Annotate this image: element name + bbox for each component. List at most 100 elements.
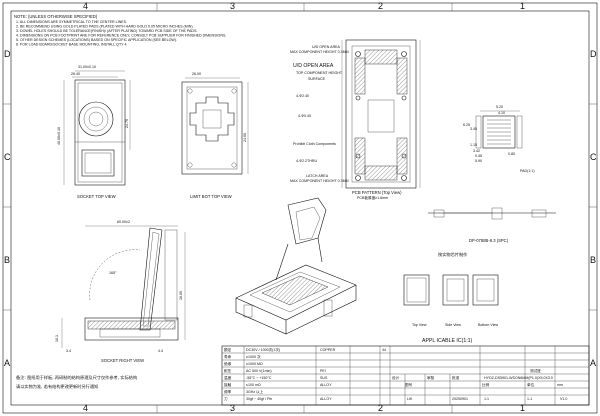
pcb-label-holes-top: 4-Φ2.40 [296,94,309,98]
socket-isometric [235,197,357,335]
pad-dim-5-90: 5.90 [475,159,482,163]
zone-col-2-top: 2 [378,1,383,11]
zone-col-4-bottom: 4 [83,403,88,413]
note-2: 2. BE RECOMMEND USING GOLD PLATED PADS (… [16,25,194,29]
dim-top-inner: 26.40 [71,72,80,76]
spec-key-3: 耐压 [224,368,232,373]
note-6: 6. FOR LOAD BOARD/SOCKET BASE MOUNTING, … [16,43,128,47]
zone-row-a-right: A [590,358,596,368]
tb-sheet: 1-1 [527,397,532,401]
tb-unit: mm [557,383,563,387]
zone-row-b-right: B [590,255,596,265]
dim-right-angle: 165° [109,271,117,275]
pcb-label-max-comp-height-1: MAX COMPONENT HEIGHT 0.3MM [290,50,349,54]
note-3: 3. DOWEL HOLES SHOULD BE TOLERANCE(FINIS… [16,29,197,33]
zone-row-b-left: B [4,255,10,265]
socket-right-view-label: SOCKET RIGHT VIEW [101,358,144,363]
spec-value-3: AC 500 V(1min) [246,369,272,373]
dim-top-side: 24.70 [125,119,129,128]
zone-labels-bottom: 4 3 2 1 [83,403,525,413]
pcb-label-top-component: TOP COMPONENT HEIGHT [296,71,343,75]
tb-version: V1.0 [560,397,567,401]
pad-dim-3-42: 3.42 [473,149,480,153]
spec-value-2: ≥1000 MΩ [246,362,263,366]
dim-right-left: 3.4 [66,349,71,353]
pad-detail-view: 5.20 4.10 6.25 3.45 1.15 3.42 0.45 0.80 … [463,105,535,173]
dim-top-width: 31.00±0.10 [78,65,96,69]
tb-label-scale: 比例 [482,382,490,387]
zone-row-a-left: A [4,358,10,368]
footer-note-2: 请以实物为准, 若有结构更改更新时另行通知 [16,383,98,390]
tb-date: 20250901 [452,397,468,401]
material-3: ALLOY [320,383,332,387]
spec-key-6: 频率 [224,389,232,394]
zone-col-4-top: 4 [83,1,88,11]
pcb-label-holes-thru: 4-Φ2.2THRU [296,159,317,163]
pad-dim-0-45: 0.45 [475,154,482,158]
chip-placement: 按实物芯片制作 Top View Side View Bottom View A… [403,251,499,344]
tb-header-0: 设计 [392,375,400,380]
spec-value-4: -55°C ~ +150°C [246,376,272,380]
pad-dim-5-20: 5.20 [496,105,503,109]
pad-dim-0-80: 0.80 [508,152,515,156]
tb-drawn-by: LIK [407,397,413,401]
chip-placement-note: 按实物芯片制作 [438,251,468,258]
pcb-label-prohibit: Prohibit Cloth Components [293,142,336,146]
spec-value-1: ≥1000 次 [246,354,261,359]
material-4: ALLOY [320,397,332,401]
pcb-label-max-comp-height-2: MAX COMPONENT HEIGHT 0.3MM [290,179,349,183]
dim-top-height: 40.00±0.10 [57,127,61,145]
note-5: 5. OTHER DESIGN SCHEMES (LOCATIONS) BASE… [16,38,177,42]
applicable-ic-label: APPL ICABLE IC(1:1) [422,338,473,344]
tb-part-number: HYDZ-DS5901-WSON6MM(P1.0)X5.0X3.0 [484,376,553,380]
notes-block: NOTE: (UNLESS OTHERWISE SPECIFIED) 1. AL… [14,14,226,47]
tb-name-value: 测试座 [530,368,541,373]
zone-labels-top: 4 3 2 1 [83,1,525,11]
material-1: PEI [320,369,326,373]
title-block: 额定 寿命 绝缘 耐压 温度 接触 频率 力 DC30V / 1000次(1次)… [221,345,590,406]
spec-key-1: 寿命 [224,354,232,359]
pad-dim-6-25: 6.25 [463,123,470,127]
limit-bot-top-view-label: LIMIT BOT TOP VIEW [190,194,232,199]
zone-row-c-left: C [4,152,11,162]
spec-key-2: 绝缘 [224,361,232,366]
zone-col-1-top: 1 [520,1,525,11]
socket-right-view: 60.00±2 165° 10.1 16.00 3.4 4.4 SOCKET R… [55,220,186,363]
material-2: SUS [320,376,328,380]
zone-ticks [3,3,597,413]
socket-top-view-label: SOCKET TOP VIEW [77,194,116,199]
zone-col-1-bottom: 1 [520,403,525,413]
tb-scale: 1:1 [484,397,489,401]
dim-right-right: 4.4 [158,349,163,353]
note-4: 4. DIMENSIONS ON PCB FOOTPRINT ARE FOR R… [16,34,226,38]
view-bottom-label: Bottom View [478,323,499,327]
pcb-label-latch-area: LATCH AREA [306,174,329,178]
dim-right-height: 10.1 [55,335,59,342]
tb-header-2: 批准 [452,375,460,380]
material-0: COPPER [320,348,336,352]
pcb-pattern-title: PCB PATTERN (Top View) [352,190,402,195]
dim-right-side: 16.00 [179,291,183,300]
zone-row-d-right: D [590,49,597,59]
zone-row-d-left: D [4,49,11,59]
dp-part-label: DP-0788B-6.3 (SPC) [469,238,509,243]
socket-top-view: 31.00±0.10 26.40 40.00±0.10 24.70 SOCKET… [57,65,131,199]
spec-value-6: 3GHz 以上 [246,389,264,394]
notes-heading: NOTE: (UNLESS OTHERWISE SPECIFIED) [14,14,98,19]
pcb-label-ud-open-area-large: U/D OPEN AREA [293,63,334,69]
tb-label-unit: 单位 [527,382,535,387]
limit-bot-top-view: 26.00 24.60 LIMIT BOT TOP VIEW [181,72,249,199]
zone-labels-left: D C B A [4,49,11,368]
note-1: 1. ALL DIMENSIONS ARE SYMMETRICAL TO THE… [16,20,127,24]
view-side-label: Side View [445,323,461,327]
pad-detail-label: PAD(1:1) [520,169,535,173]
spec-value-7: 30gf ~ 40gf / Pin [246,397,272,401]
pad-dim-3-45: 3.45 [470,127,477,131]
zone-col-2-bottom: 2 [378,403,383,413]
pcb-label-ud-open-area: U/D OPEN AREA [312,45,341,49]
footer-notes: 备注: 图纸用于样板, 再研制的结构原理及尺寸仅作参考, 实际结构 请以实物为准… [16,374,137,390]
dim-limit-height: 24.60 [243,133,247,142]
footer-note-1: 备注: 图纸用于样板, 再研制的结构原理及尺寸仅作参考, 实际结构 [16,374,137,381]
